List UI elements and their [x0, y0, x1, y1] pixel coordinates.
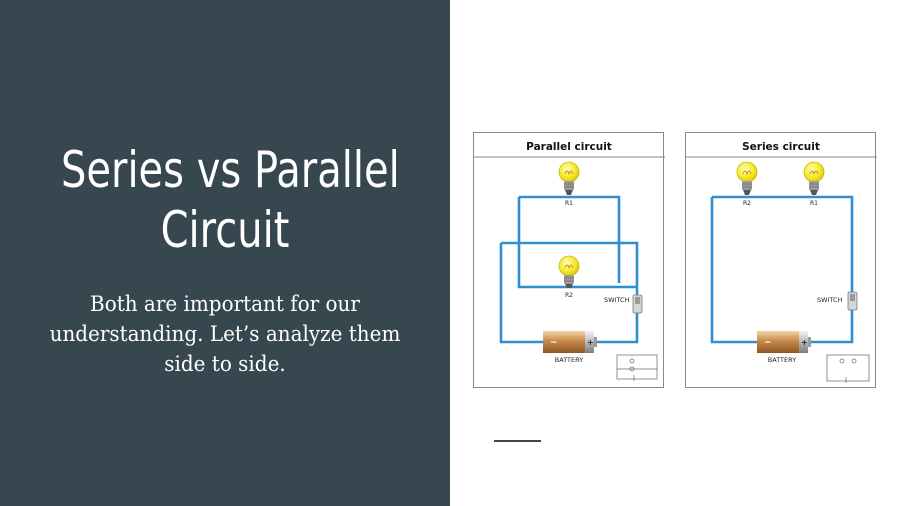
accent-divider	[494, 440, 541, 442]
bulb-r1-icon	[558, 161, 580, 195]
parallel-wires	[499, 195, 639, 344]
series-circuit-diagram: Series circuit R2 R1	[685, 132, 877, 388]
battery-minus: −	[550, 338, 558, 348]
slide-subtitle: Both are important for our understanding…	[30, 289, 420, 379]
bulb-r2-label: R2	[565, 292, 573, 299]
battery-label: BATTERY	[555, 356, 583, 364]
bulb-r1-icon	[803, 161, 825, 195]
parallel-circuit-diagram: Parallel circuit R1 R2	[473, 132, 665, 388]
bulb-r2-icon	[736, 161, 758, 195]
slide-title-line-1: Series vs Parallel	[61, 141, 400, 199]
battery-label: BATTERY	[768, 356, 796, 364]
switch-icon[interactable]	[632, 294, 643, 314]
slide-subtitle-line-1: Both are important for our	[90, 292, 360, 316]
parallel-circuit-title: Parallel circuit	[526, 141, 612, 153]
slide-subtitle-line-2: understanding. Let’s analyze them	[49, 322, 401, 346]
title-panel: Series vs Parallel Circuit Both are impo…	[0, 0, 450, 506]
battery-plus: +	[587, 338, 594, 347]
switch-label: SWITCH	[817, 296, 843, 304]
bulb-r2-icon	[558, 255, 580, 288]
battery-minus: −	[764, 338, 772, 348]
slide-title-line-2: Circuit	[160, 201, 290, 259]
bulb-r2-label: R2	[743, 200, 751, 207]
battery-icon: − +	[543, 331, 597, 353]
battery-icon: − +	[757, 331, 811, 353]
series-wires	[710, 195, 854, 344]
slide-subtitle-line-3: side to side.	[164, 352, 286, 376]
series-circuit-title: Series circuit	[742, 141, 820, 153]
bulb-r1-label: R1	[810, 200, 818, 207]
switch-icon[interactable]	[847, 291, 858, 311]
schematic-icon	[616, 354, 658, 381]
slide-title: Series vs Parallel Circuit	[61, 140, 400, 260]
bulb-r1-label: R1	[565, 200, 573, 207]
schematic-icon	[826, 354, 870, 383]
switch-label: SWITCH	[604, 296, 630, 304]
battery-plus: +	[801, 338, 808, 347]
